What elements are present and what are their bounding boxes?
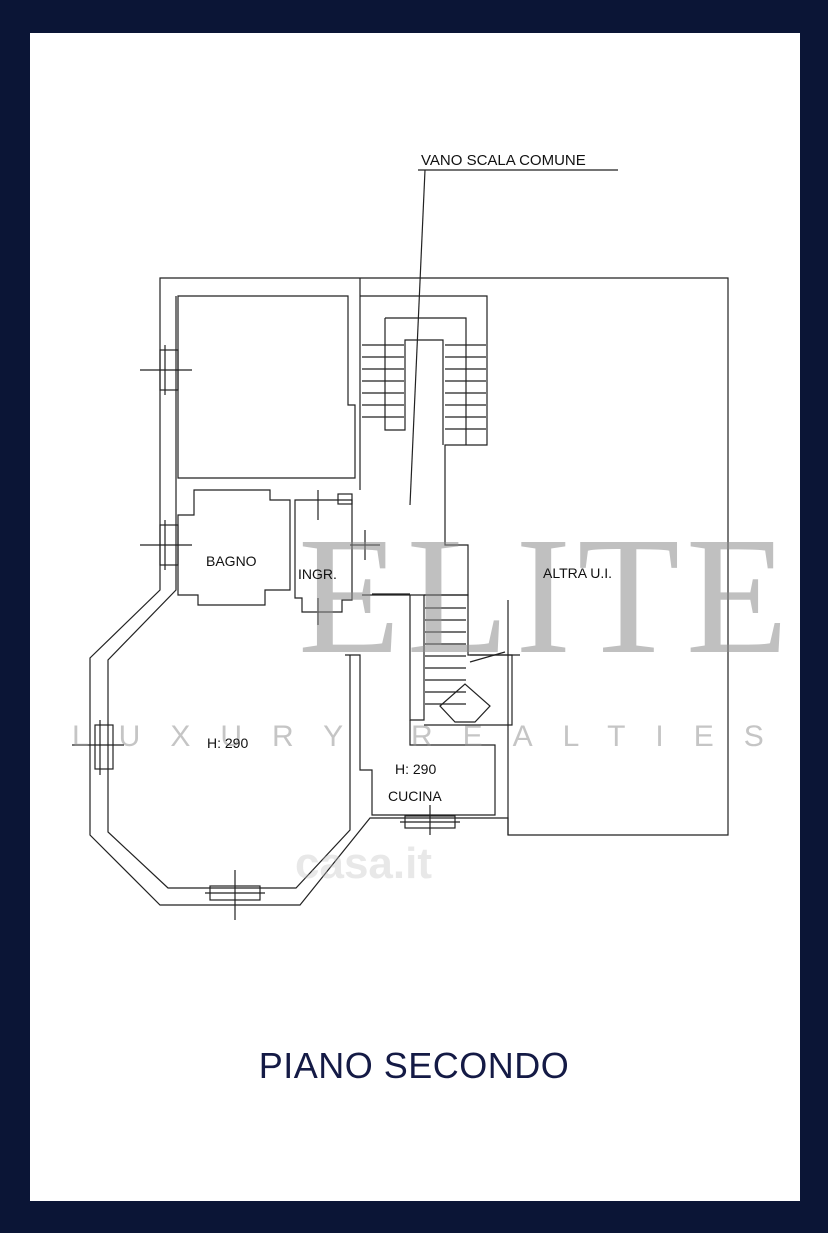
drawing-sheet: [30, 33, 800, 1201]
stair-treads-lower: [425, 607, 466, 705]
inner-wall: [107, 296, 351, 889]
stair-lower: [409, 595, 425, 721]
entrance-label: INGR.: [298, 566, 337, 582]
stair-treads-left: [362, 344, 404, 418]
room-entrance: [294, 499, 353, 613]
living-height-label: H: 290: [207, 735, 249, 751]
stair-label: VANO SCALA COMUNE: [421, 152, 586, 169]
bath-label: BAGNO: [206, 553, 257, 569]
outer-wall: [89, 277, 729, 906]
watermark-tagline: LUXURY REALTIES: [72, 720, 794, 753]
window-icon: [140, 345, 192, 395]
window-icon: [140, 520, 192, 570]
room-top-left: [177, 295, 356, 479]
window-icon: [205, 870, 265, 920]
room-bath: [177, 489, 291, 606]
stair-upper: [360, 295, 488, 596]
stair-treads-right: [445, 344, 486, 430]
watermark-brand: ELITE: [298, 503, 795, 689]
window-icon: [400, 805, 460, 835]
watermark-site: casa.it: [295, 839, 432, 888]
door-icon: [317, 490, 380, 625]
floor-title: PIANO SECONDO: [258, 1045, 570, 1086]
other-unit-label: ALTRA U.I.: [543, 565, 612, 581]
kitchen-label: CUCINA: [388, 788, 442, 804]
room-kitchen: [345, 654, 496, 816]
kitchen-height-label: H: 290: [395, 761, 437, 777]
window-symbols: [72, 345, 460, 920]
window-icon: [72, 720, 124, 775]
